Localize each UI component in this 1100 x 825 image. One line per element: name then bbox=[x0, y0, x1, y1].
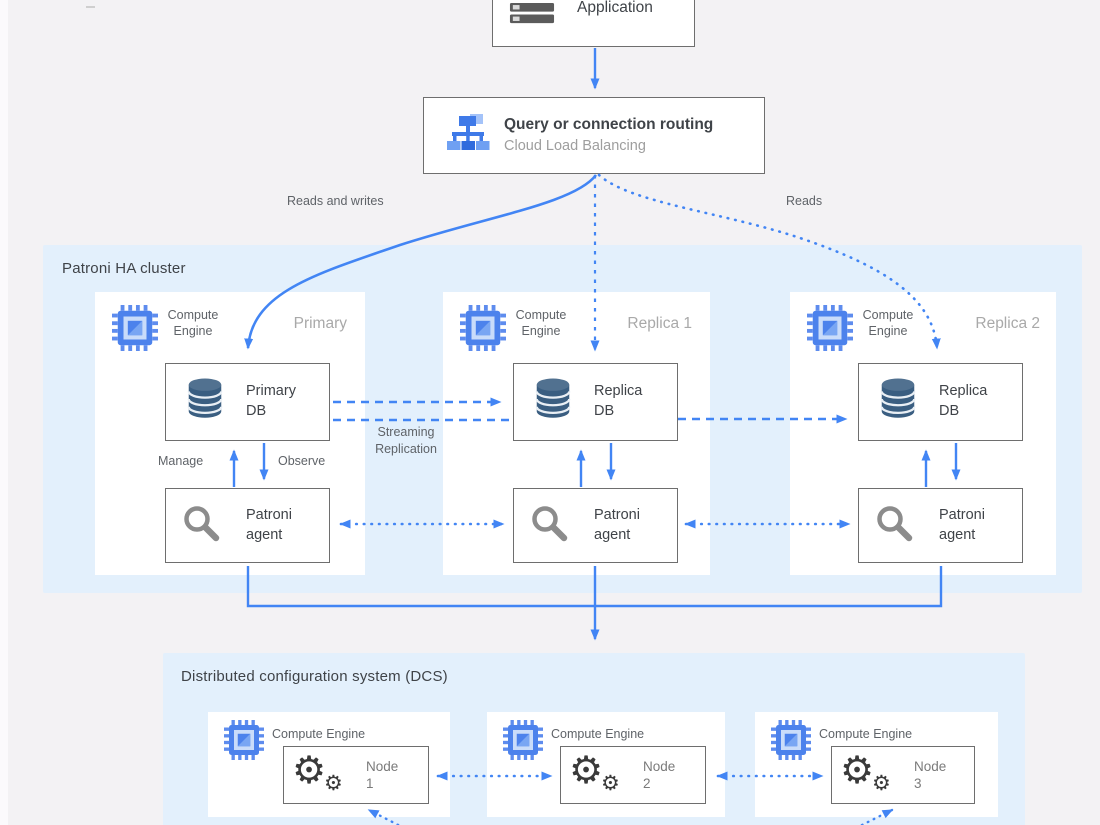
observe-label: Observe bbox=[278, 454, 326, 468]
database-icon bbox=[182, 378, 228, 422]
stray-dash-mark bbox=[86, 6, 95, 8]
gears-icon: ⚙ bbox=[569, 748, 604, 792]
replica-2-db-box: Replica DB bbox=[858, 363, 1023, 441]
compute-engine-chip-icon bbox=[460, 305, 506, 351]
compute-engine-chip-icon bbox=[503, 720, 543, 760]
gears-icon-small: ⚙ bbox=[324, 771, 343, 795]
node-2-label: Node 2 bbox=[643, 759, 676, 791]
vm-card-replica-1: Compute Engine Replica 1 Replica DB Patr… bbox=[443, 292, 710, 575]
gears-icon: ⚙ bbox=[292, 748, 327, 792]
compute-engine-label: Compute Engine bbox=[819, 727, 913, 741]
vm-card-primary: Compute Engine Primary Primary DB Patron… bbox=[95, 292, 365, 575]
dcs-title: Distributed configuration system (DCS) bbox=[181, 668, 448, 685]
replica-1-db-box: Replica DB bbox=[513, 363, 678, 441]
magnifier-icon bbox=[528, 503, 572, 547]
patroni-agent-label: Patroni agent bbox=[939, 507, 985, 543]
compute-engine-chip-icon bbox=[224, 720, 264, 760]
primary-db-box: Primary DB bbox=[165, 363, 330, 441]
node-1-box: ⚙ ⚙ Node 1 bbox=[283, 746, 429, 804]
query-routing-title: Query or connection routing bbox=[504, 116, 714, 133]
dcs-card-node-1: Compute Engine ⚙ ⚙ Node 1 bbox=[208, 712, 450, 817]
streaming-replication-label: Streaming Replication bbox=[375, 425, 437, 456]
patroni-agent-box: Patroni agent bbox=[858, 488, 1023, 563]
replica-2-db-label: Replica DB bbox=[939, 383, 988, 419]
gears-icon: ⚙ bbox=[840, 748, 875, 792]
database-icon bbox=[530, 378, 576, 422]
gears-icon-small: ⚙ bbox=[872, 771, 891, 795]
application-box: Application bbox=[492, 0, 695, 47]
compute-engine-label: Compute Engine bbox=[272, 727, 366, 741]
role-label-primary: Primary bbox=[293, 315, 347, 332]
reads-label: Reads bbox=[786, 194, 823, 208]
left-edge-strip bbox=[0, 0, 8, 825]
compute-engine-chip-icon bbox=[807, 305, 853, 351]
patroni-agent-label: Patroni agent bbox=[246, 507, 292, 543]
application-label: Application bbox=[577, 0, 653, 16]
compute-engine-label: Compute Engine bbox=[551, 727, 645, 741]
load-balancer-icon bbox=[444, 113, 492, 157]
node-3-label: Node 3 bbox=[914, 759, 947, 791]
node-2-box: ⚙ ⚙ Node 2 bbox=[560, 746, 706, 804]
manage-label: Manage bbox=[158, 454, 204, 468]
primary-db-label: Primary DB bbox=[246, 383, 296, 419]
magnifier-icon bbox=[180, 503, 224, 547]
reads-and-writes-label: Reads and writes bbox=[287, 194, 384, 208]
replica-1-db-label: Replica DB bbox=[594, 383, 643, 419]
node-3-box: ⚙ ⚙ Node 3 bbox=[831, 746, 975, 804]
gears-icon-small: ⚙ bbox=[601, 771, 620, 795]
role-label-replica-2: Replica 2 bbox=[975, 315, 1040, 332]
patroni-agent-box: Patroni agent bbox=[165, 488, 330, 563]
patroni-cluster-title: Patroni HA cluster bbox=[62, 260, 186, 277]
node-1-label: Node 1 bbox=[366, 759, 399, 791]
compute-engine-chip-icon bbox=[112, 305, 158, 351]
role-label-replica-1: Replica 1 bbox=[627, 315, 692, 332]
query-routing-subtitle: Cloud Load Balancing bbox=[504, 138, 646, 154]
magnifier-icon bbox=[873, 503, 917, 547]
dcs-card-node-2: Compute Engine ⚙ ⚙ Node 2 bbox=[487, 712, 725, 817]
database-icon bbox=[875, 378, 921, 422]
query-routing-box: Query or connection routing Cloud Load B… bbox=[423, 97, 765, 174]
vm-card-replica-2: Compute Engine Replica 2 Replica DB Patr… bbox=[790, 292, 1056, 575]
compute-engine-chip-icon bbox=[771, 720, 811, 760]
patroni-agent-box: Patroni agent bbox=[513, 488, 678, 563]
patroni-agent-label: Patroni agent bbox=[594, 507, 640, 543]
app-window-icon bbox=[509, 2, 555, 25]
compute-engine-label: Compute Engine bbox=[515, 308, 567, 338]
compute-engine-label: Compute Engine bbox=[167, 308, 219, 338]
dcs-card-node-3: Compute Engine ⚙ ⚙ Node 3 bbox=[755, 712, 998, 817]
compute-engine-label: Compute Engine bbox=[862, 308, 914, 338]
